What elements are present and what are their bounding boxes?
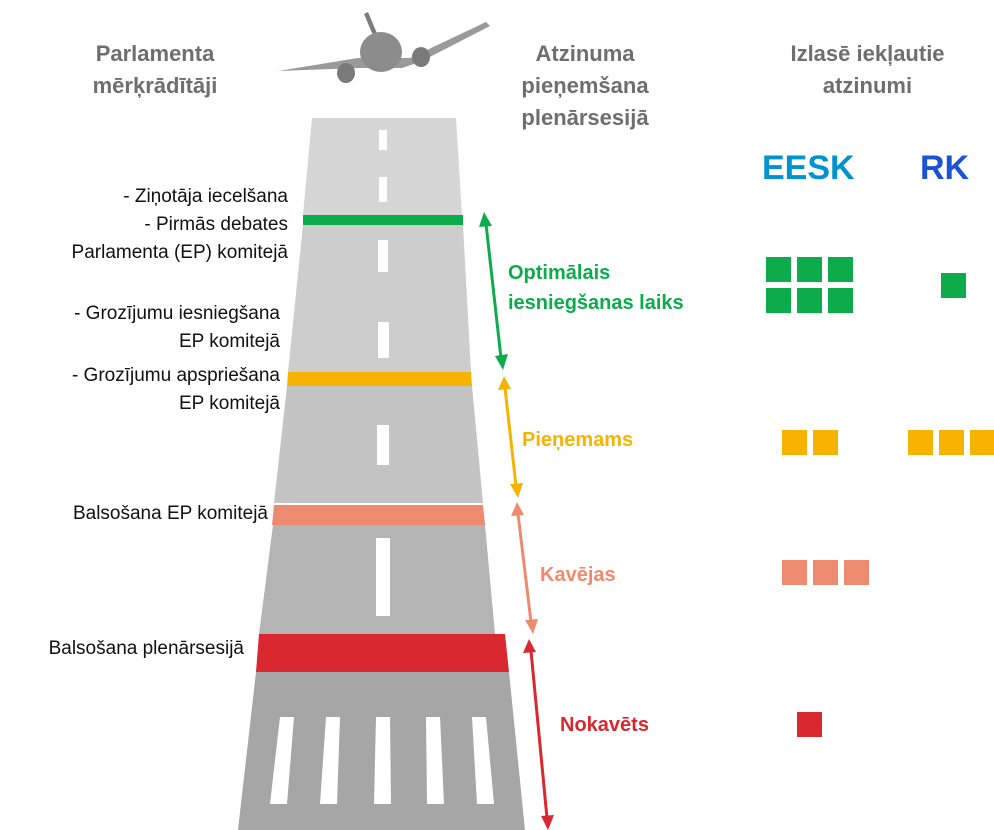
center-dash bbox=[379, 130, 387, 150]
count-square bbox=[797, 712, 822, 737]
threshold-stripe bbox=[374, 717, 391, 804]
eesk-squares-optimal bbox=[766, 257, 853, 313]
threshold-stripe bbox=[426, 717, 444, 804]
center-dash bbox=[378, 322, 389, 358]
milestone-label: Balsošana EP komitejā bbox=[0, 500, 268, 528]
milestone-bar-yellow bbox=[287, 372, 472, 386]
rk-squares-acceptable bbox=[908, 430, 994, 455]
milestone-label: - Grozījumu iesniegšana EP komitejā bbox=[0, 300, 280, 356]
header-parliament-targets: Parlamenta mērķrādītāji bbox=[60, 38, 250, 102]
milestone-line: - Grozījumu apspriešana bbox=[71, 365, 280, 386]
count-square bbox=[828, 257, 853, 282]
arrow-optimal bbox=[479, 212, 508, 370]
milestone-label: - Ziņotāja iecelšana - Pirmās debates Pa… bbox=[0, 183, 288, 267]
org-label-rk: RK bbox=[920, 149, 970, 187]
count-square bbox=[844, 560, 869, 585]
milestone-line: Parlamenta (EP) komitejā bbox=[71, 242, 288, 263]
milestone-bar-green bbox=[303, 215, 463, 225]
header-line: Izlasē iekļautie bbox=[790, 41, 945, 66]
center-dash bbox=[378, 240, 388, 272]
eesk-squares-missed bbox=[797, 712, 884, 737]
count-square bbox=[797, 257, 822, 282]
eesk-squares-acceptable bbox=[782, 430, 869, 455]
header-line: mērķrādītāji bbox=[92, 73, 218, 98]
count-square bbox=[939, 430, 964, 455]
airplane-icon bbox=[278, 12, 490, 83]
zone-line: Kavējas bbox=[540, 564, 616, 586]
zone-label-missed: Nokavēts bbox=[560, 710, 649, 740]
count-square bbox=[782, 430, 807, 455]
arrow-late bbox=[511, 502, 538, 634]
count-square bbox=[941, 273, 966, 298]
header-opinion-adoption: Atzinuma pieņemšana plenārsesijā bbox=[495, 38, 675, 134]
zone-line: Optimālais bbox=[508, 262, 611, 284]
header-line: Parlamenta bbox=[95, 41, 215, 66]
header-selected-opinions: Izlasē iekļautie atzinumi bbox=[760, 38, 975, 102]
rk-squares-optimal bbox=[941, 273, 994, 298]
center-dash bbox=[379, 177, 387, 202]
zone-line: iesniegšanas laiks bbox=[508, 292, 684, 314]
milestone-label: Balsošana plenārsesijā bbox=[0, 635, 244, 663]
header-line: Atzinuma bbox=[535, 41, 635, 66]
count-square bbox=[766, 257, 791, 282]
milestone-line: - Grozījumu iesniegšana bbox=[74, 303, 280, 324]
threshold-stripe bbox=[472, 717, 494, 804]
zone-line: Pieņemams bbox=[522, 429, 634, 451]
milestone-bar-red bbox=[256, 634, 509, 672]
milestone-bar-salmon bbox=[272, 505, 485, 525]
threshold-stripe bbox=[320, 717, 340, 804]
center-dash bbox=[377, 425, 389, 465]
milestone-line: Balsošana EP komitejā bbox=[72, 503, 268, 524]
count-square bbox=[813, 430, 838, 455]
eesk-squares-late bbox=[782, 560, 869, 585]
arrow-missed bbox=[523, 639, 554, 830]
count-square bbox=[766, 288, 791, 313]
threshold-stripe bbox=[270, 717, 294, 804]
milestone-line: - Ziņotāja iecelšana bbox=[123, 186, 288, 207]
milestone-line: EP komitejā bbox=[178, 393, 280, 414]
header-line: plenārsesijā bbox=[521, 105, 649, 130]
arrow-acceptable bbox=[498, 376, 523, 498]
count-square bbox=[970, 430, 994, 455]
count-square bbox=[782, 560, 807, 585]
zone-label-late: Kavējas bbox=[540, 560, 616, 590]
count-square bbox=[797, 288, 822, 313]
count-square bbox=[908, 430, 933, 455]
zone-label-acceptable: Pieņemams bbox=[522, 425, 633, 455]
runway-segment bbox=[303, 118, 462, 215]
zone-line: Nokavēts bbox=[560, 714, 649, 736]
runway-segment bbox=[288, 225, 471, 372]
org-label-eesk: EESK bbox=[762, 149, 855, 187]
header-line: atzinumi bbox=[822, 73, 913, 98]
milestone-line: Balsošana plenārsesijā bbox=[48, 638, 244, 659]
center-dash bbox=[376, 538, 390, 616]
milestone-line: EP komitejā bbox=[178, 331, 280, 352]
header-line: pieņemšana bbox=[521, 73, 649, 98]
count-square bbox=[813, 560, 838, 585]
zone-label-optimal: Optimālais iesniegšanas laiks bbox=[508, 258, 684, 318]
milestone-line: - Pirmās debates bbox=[144, 214, 288, 235]
count-square bbox=[828, 288, 853, 313]
milestone-label: - Grozījumu apspriešana EP komitejā bbox=[0, 362, 280, 418]
